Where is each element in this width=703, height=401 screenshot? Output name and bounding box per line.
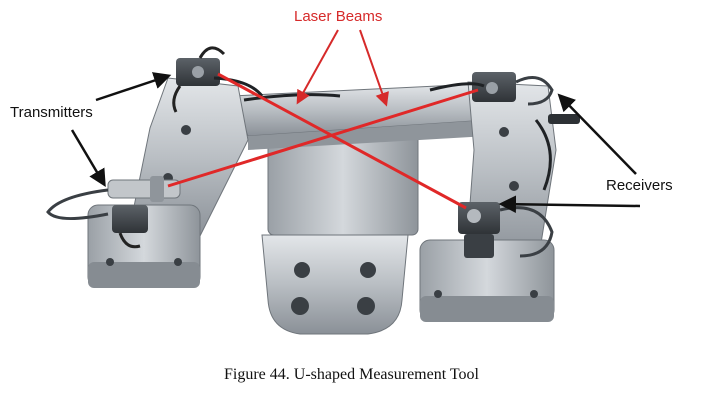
receiver-arrows [498, 93, 641, 213]
central-bracket [261, 129, 419, 335]
figure-caption: Figure 44. U-shaped Measurement Tool [224, 366, 479, 383]
transmitter-sensor-top [172, 46, 226, 113]
top-cross-bar [231, 83, 489, 150]
transmitters-label: Transmitters [10, 104, 93, 121]
transmitter-sensor-bottom [46, 176, 181, 249]
laser-beam-arrows [296, 29, 389, 107]
receiver-sensor-top [472, 72, 580, 124]
sensor-cables [213, 76, 552, 191]
laser-beams-label: Laser Beams [294, 8, 383, 25]
receivers-label: Receivers [606, 177, 673, 194]
transmitter-arrows [70, 72, 172, 188]
receiver-sensor-bottom [458, 202, 554, 258]
laser-beams [167, 72, 479, 210]
